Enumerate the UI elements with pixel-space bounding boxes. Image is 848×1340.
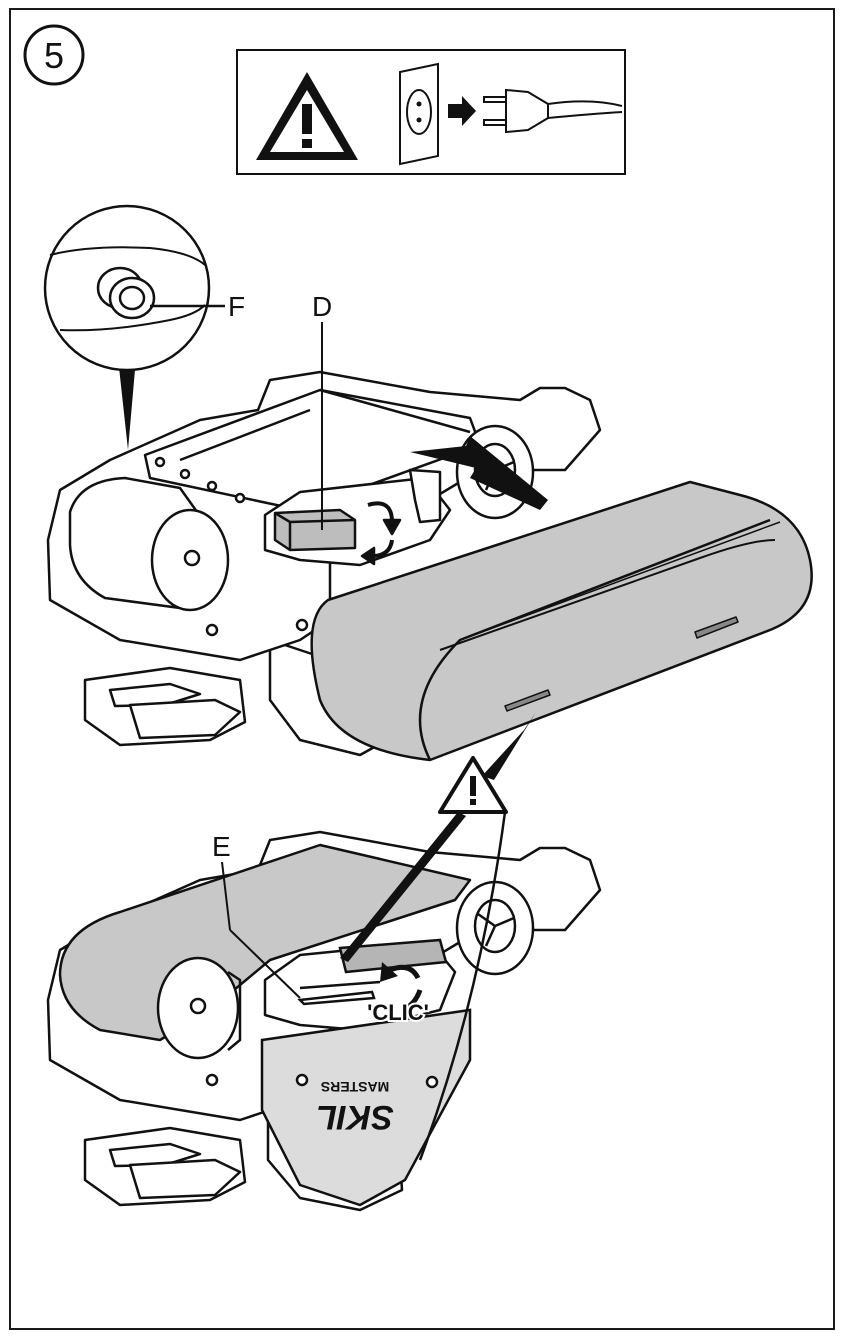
arrow-right-icon (448, 96, 476, 126)
sanding-belt (310, 480, 813, 762)
front-roller-bottom (156, 956, 242, 1060)
unplug-warning-box (236, 49, 626, 175)
brand-guard-plate (260, 1008, 472, 1207)
lever-d (273, 508, 357, 552)
plug-icon (483, 88, 623, 134)
insert-arrow (410, 436, 548, 510)
warning-triangle-icon (256, 72, 358, 160)
label-d: D (312, 291, 332, 322)
brand-sub: MASTERS (321, 1079, 389, 1095)
warning-pointer-guard (418, 811, 507, 1161)
click-label: 'CLIC' (367, 1000, 429, 1025)
knob-f (96, 266, 156, 320)
warning-triangle-icon (438, 756, 508, 814)
brand-name: SKIL (316, 1098, 393, 1136)
detail-magnifier (43, 204, 225, 450)
click-arrowhead (380, 962, 398, 982)
sander-top-view (46, 370, 602, 757)
lever-engaged (297, 938, 448, 1006)
wall-socket-icon (399, 62, 439, 166)
page-frame (9, 8, 835, 1330)
brand-logo: SKIL MASTERS (316, 1079, 393, 1136)
click-arrow (389, 964, 421, 980)
step-number-badge: 5 (23, 24, 85, 86)
step-number: 5 (44, 35, 64, 76)
belt-warning-pointer (482, 712, 536, 780)
warning-pointer-lever (340, 812, 466, 962)
label-f: F (228, 291, 245, 322)
label-e: E (212, 831, 231, 862)
